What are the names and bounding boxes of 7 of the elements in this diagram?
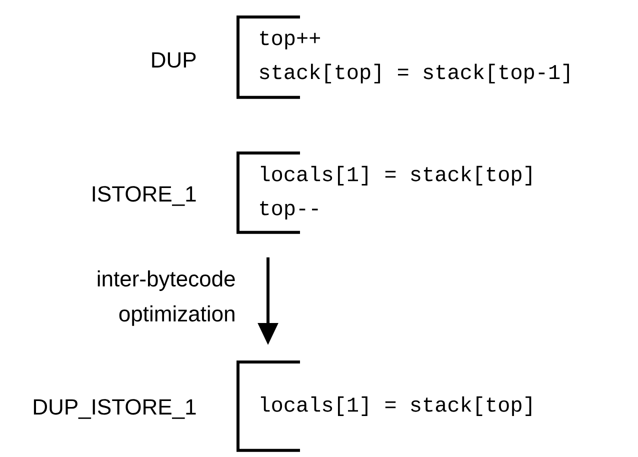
code-block: locals[1] = stack[top] [236, 360, 532, 452]
instruction-label: DUP_ISTORE_1 [34, 399, 196, 419]
code-block: locals[1] = stack[top] top-- [236, 152, 532, 234]
instruction-label: DUP [152, 52, 196, 68]
edge-label: inter-bytecode optimization [98, 270, 235, 326]
instruction-label: ISTORE_1 [92, 186, 196, 206]
code-block: top++ stack[top] = stack[top-1] [236, 16, 569, 99]
